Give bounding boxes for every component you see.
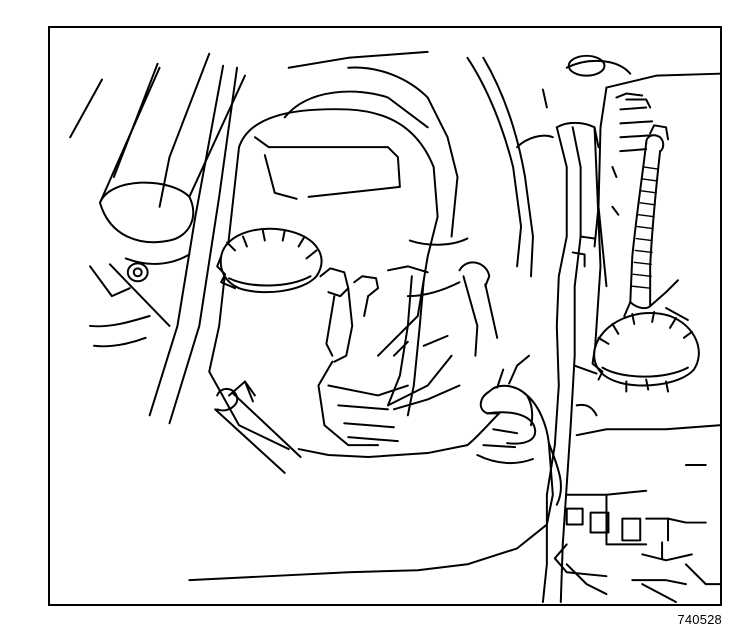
reservoir-cap (216, 227, 323, 294)
technician-hand (188, 354, 562, 582)
lower-mounting-hardware (317, 334, 461, 447)
engine-compartment-line-drawing (69, 50, 720, 604)
mounting-bracket (319, 261, 499, 417)
left-frame-rail (69, 52, 239, 425)
left-reservoir-cylinder (98, 66, 246, 327)
fan-shroud (565, 54, 720, 288)
secondary-reservoir-cap (591, 311, 700, 393)
lower-right-panel (553, 424, 720, 604)
figure-id: 740528 (677, 612, 722, 627)
coolant-reservoir (208, 66, 469, 451)
corrugated-wiring-harness (623, 124, 689, 327)
upper-hood-edge (287, 50, 554, 278)
radiator-support-column (541, 121, 602, 604)
hose-clamp (214, 380, 302, 474)
illustration-frame (48, 26, 722, 606)
